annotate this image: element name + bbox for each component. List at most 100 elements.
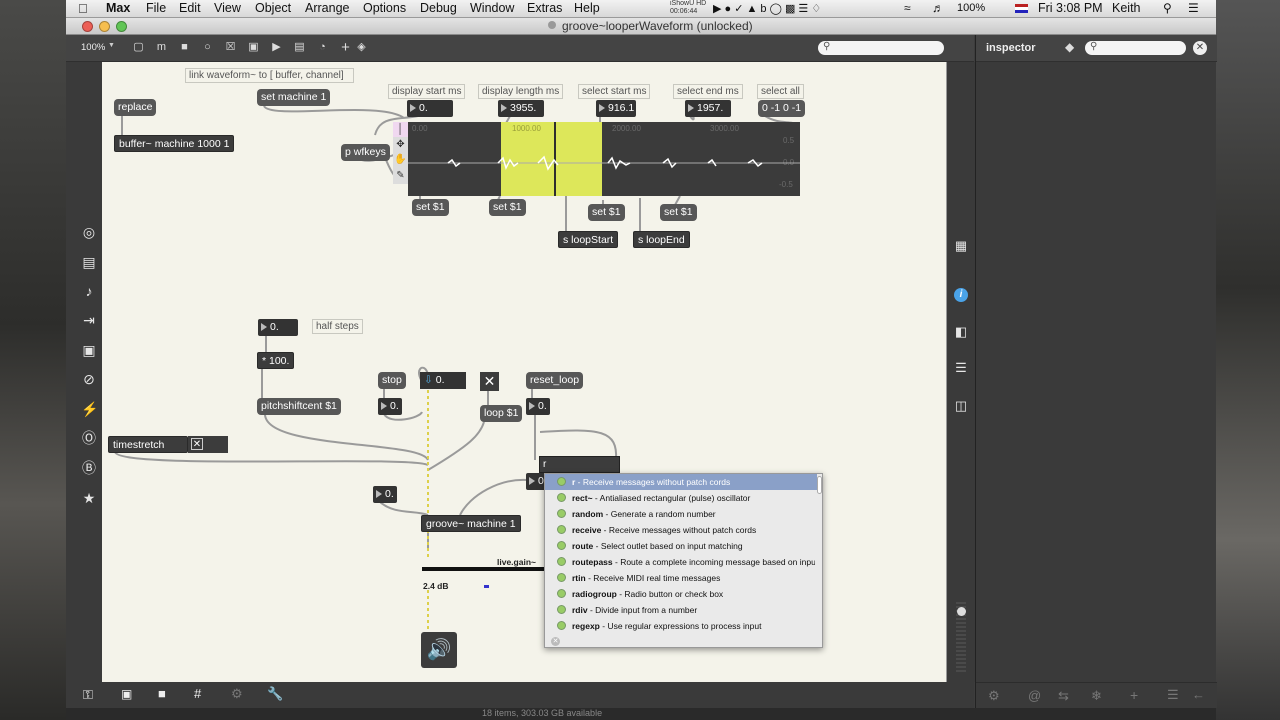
close-window-button[interactable] — [82, 21, 93, 32]
level-knob[interactable] — [957, 607, 966, 616]
zoom-dropdown-icon[interactable]: ▼ — [108, 42, 115, 49]
paperclip-icon[interactable]: ⊘ — [83, 371, 95, 387]
reset-loop-message[interactable]: reset_loop — [526, 372, 584, 389]
loop-message[interactable]: loop $1 — [480, 405, 523, 422]
speaker-icon[interactable]: 🔊 — [421, 632, 457, 668]
panel-icon[interactable]: ◧ — [954, 324, 968, 339]
loop-toggle-icon[interactable]: ✕ — [480, 372, 499, 391]
grid-icon[interactable]: ▦ — [954, 238, 968, 253]
menu-app[interactable]: Max — [106, 1, 131, 15]
list-item[interactable]: routepass - Route a complete incoming me… — [545, 554, 815, 570]
add-object-icon[interactable]: + — [341, 39, 350, 56]
clock[interactable]: Fri 3:08 PM — [1038, 1, 1103, 15]
slider-icon[interactable]: ▤ — [294, 41, 305, 53]
zoom-level[interactable]: 100% — [81, 42, 106, 53]
replace-message[interactable]: replace — [114, 99, 157, 116]
info-icon[interactable]: i — [954, 288, 968, 302]
list-item[interactable]: rtin - Receive MIDI real time messages — [545, 570, 815, 586]
film-icon[interactable]: ▤ — [82, 254, 96, 270]
image-icon[interactable]: ▣ — [82, 342, 96, 358]
v-badge-icon[interactable]: Ⓞ — [82, 430, 96, 446]
b-badge-icon[interactable]: Ⓑ — [82, 460, 96, 476]
partial-number[interactable]: 0. — [526, 473, 547, 490]
hand-tool-icon[interactable]: ✋ — [394, 154, 407, 165]
menu-debug[interactable]: Debug — [420, 1, 457, 15]
menu-extras[interactable]: Extras — [527, 1, 563, 15]
waveform-selection[interactable] — [501, 122, 602, 196]
timestretch-attrui[interactable]: timestretch — [108, 436, 188, 453]
pencil-tool-icon[interactable]: ✎ — [396, 170, 405, 181]
debug-icon[interactable]: ⚙ — [231, 686, 243, 701]
new-comment-icon[interactable]: ■ — [181, 41, 188, 53]
notification-icon[interactable]: ☰ — [1188, 1, 1199, 15]
waveform-display[interactable]: 0.00 1000.00 2000.00 3000.00 0.5 0.0 -0.… — [408, 122, 800, 196]
autocomplete-scrollbar[interactable] — [817, 476, 822, 494]
list-item[interactable]: random - Generate a random number — [545, 506, 815, 522]
play-track-icon[interactable]: ⇥ — [83, 312, 95, 328]
wrench-icon[interactable]: 🔧 — [267, 686, 284, 701]
p-wfkeys-object[interactable]: p wfkeys — [341, 144, 390, 161]
float-icon[interactable]: ▶ — [272, 41, 281, 53]
set-select-end-message[interactable]: set $1 — [660, 204, 697, 221]
apple-icon[interactable]:  — [78, 1, 88, 16]
set-machine-message[interactable]: set machine 1 — [257, 89, 331, 106]
volume-icon[interactable]: ♬ — [932, 1, 944, 15]
list-item[interactable]: receive - Receive messages without patch… — [545, 522, 815, 538]
star-icon[interactable]: ★ — [82, 490, 96, 506]
display-start-number[interactable]: 0. — [407, 100, 453, 117]
pitchshift-message[interactable]: pitchshiftcent $1 — [257, 398, 341, 415]
at-icon[interactable]: @ — [1028, 688, 1042, 703]
menu-view[interactable]: View — [214, 1, 241, 15]
extra-number[interactable]: 0. — [373, 486, 397, 503]
list-item[interactable]: regexp - Use regular expressions to proc… — [545, 618, 815, 634]
menu-options[interactable]: Options — [363, 1, 407, 15]
new-object-box[interactable]: r — [539, 456, 620, 473]
select-all-message[interactable]: 0 -1 0 -1 — [758, 100, 806, 117]
zoom-window-button[interactable] — [116, 21, 127, 32]
send-loopstart-object[interactable]: s loopStart — [558, 231, 619, 248]
spotlight-icon[interactable]: ⚲ — [1163, 1, 1172, 15]
set-select-start-message[interactable]: set $1 — [588, 204, 625, 221]
user-name[interactable]: Keith — [1112, 1, 1141, 15]
minimize-window-button[interactable] — [99, 21, 110, 32]
select-end-number[interactable]: 1957. — [685, 100, 731, 117]
autocomplete-close-icon[interactable]: ✕ — [551, 637, 560, 646]
bang-icon[interactable]: ○ — [204, 41, 211, 53]
new-message-icon[interactable]: m — [156, 41, 167, 53]
music-note-icon[interactable]: ♪ — [85, 283, 93, 299]
set-display-start-message[interactable]: set $1 — [412, 199, 449, 216]
half-steps-number[interactable]: 0. — [258, 319, 298, 336]
new-object-icon[interactable]: ▢ — [133, 41, 144, 53]
target-icon[interactable]: ◎ — [82, 224, 96, 240]
status-icons[interactable]: ▶ ● ✓ ▲ b ◯ ▩ ☰ ♢ — [713, 3, 822, 15]
search-input[interactable]: ⚲ — [818, 41, 944, 55]
list-view-icon[interactable]: ☰ — [955, 360, 967, 375]
inspector-mode-icon[interactable]: ◆ — [1065, 40, 1075, 54]
menu-window[interactable]: Window — [470, 1, 515, 15]
list-item[interactable]: radiogroup - Radio button or check box — [545, 586, 815, 602]
plug-icon[interactable]: ⚡ — [81, 401, 99, 417]
presentation-icon[interactable]: ▣ — [121, 687, 133, 701]
reset-number[interactable]: 0. — [526, 398, 550, 415]
inspector-search-input[interactable]: ⚲ — [1085, 41, 1186, 55]
comment-link-waveform[interactable]: link waveform~ to [ buffer, channel] — [185, 68, 354, 83]
menu-arrange[interactable]: Arrange — [305, 1, 350, 15]
select-tool-icon[interactable]: │ — [393, 122, 408, 137]
set-display-length-message[interactable]: set $1 — [489, 199, 526, 216]
list-item[interactable]: rect~ - Antialiased rectangular (pulse) … — [545, 490, 815, 506]
add-icon[interactable]: + — [1130, 687, 1139, 703]
menu-edit[interactable]: Edit — [179, 1, 201, 15]
paint-icon[interactable]: ◈ — [357, 41, 366, 53]
select-start-number[interactable]: 916.1 — [596, 100, 636, 117]
dial-icon[interactable]: ◔ — [319, 41, 326, 53]
book-icon[interactable]: ◫ — [954, 398, 968, 413]
timestretch-toggle-box[interactable]: ✕ — [188, 436, 228, 453]
number-icon[interactable]: ▣ — [248, 41, 259, 53]
rate-number-box[interactable]: ⇩ 0. — [420, 372, 466, 389]
inspector-close-icon[interactable]: ✕ — [1193, 41, 1207, 55]
timestretch-toggle-icon[interactable]: ✕ — [191, 438, 203, 450]
move-tool-icon[interactable]: ✥ — [396, 139, 405, 150]
list-item[interactable]: r - Receive messages without patch cords — [545, 474, 815, 490]
toggle-icon[interactable]: ☒ — [225, 41, 236, 53]
wifi-icon[interactable]: ≈ — [904, 1, 911, 15]
